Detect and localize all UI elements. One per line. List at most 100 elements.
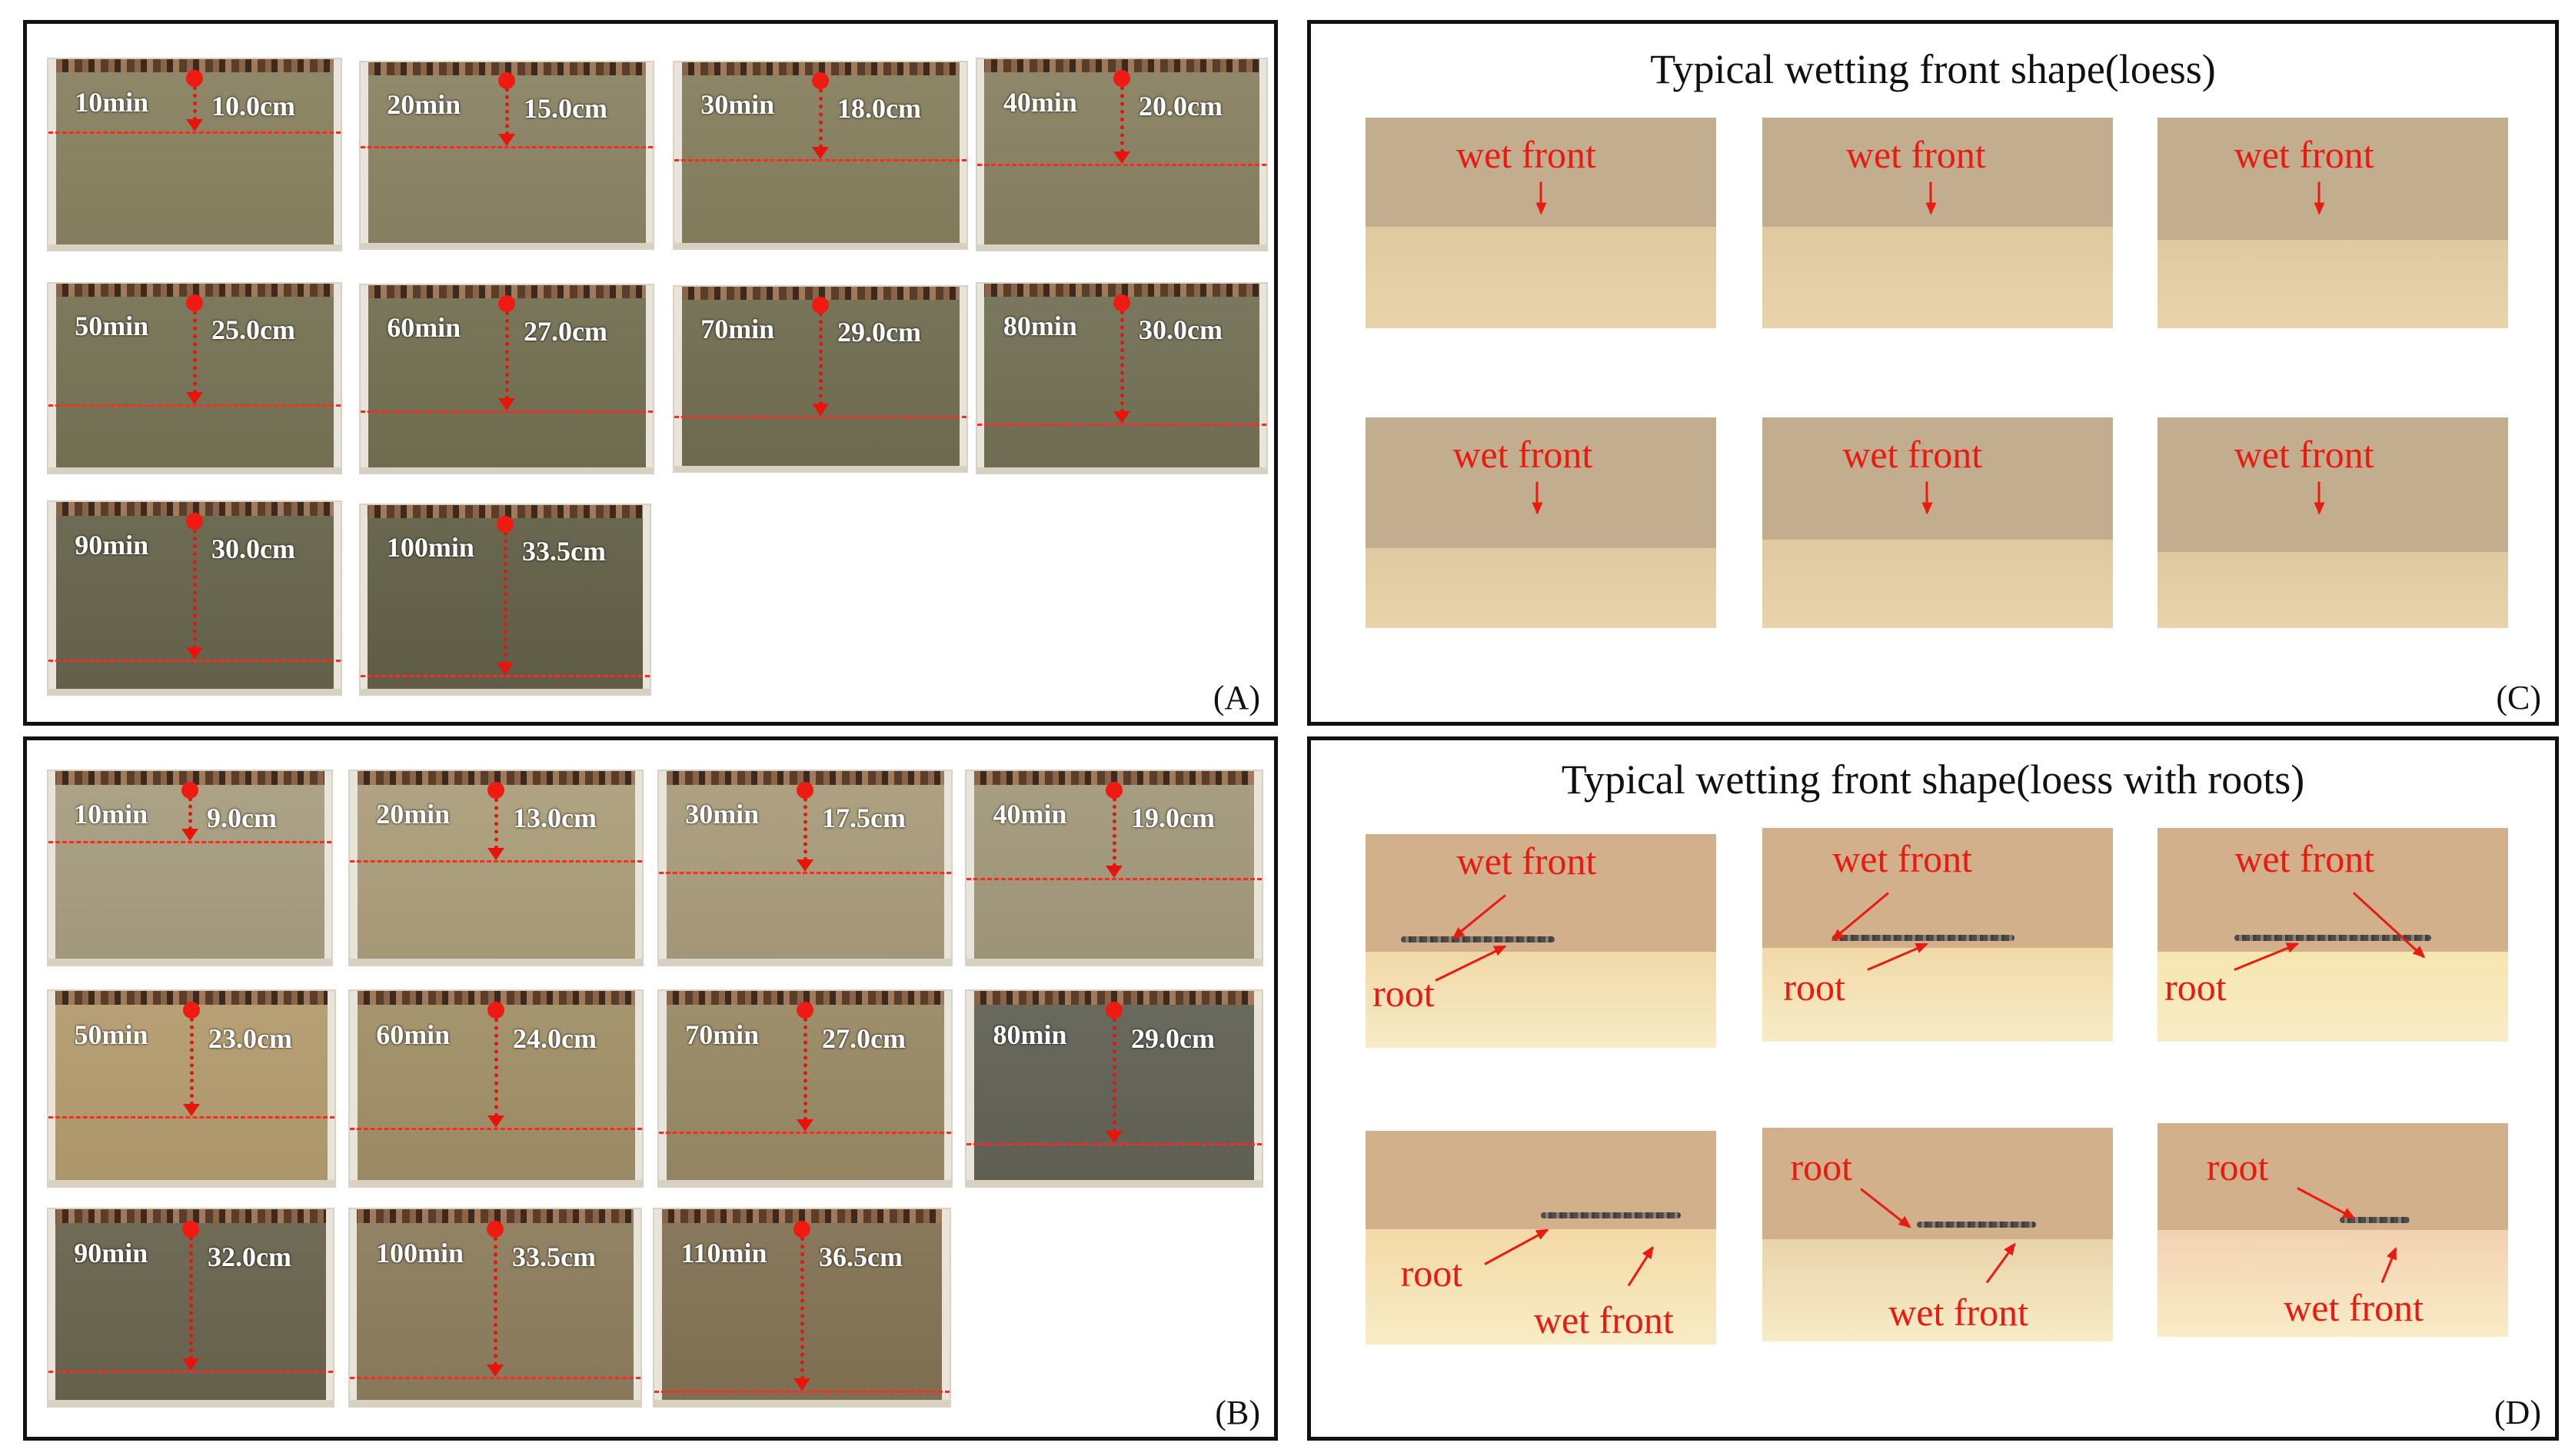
frame-left bbox=[977, 284, 985, 473]
wetting-front-line bbox=[48, 1115, 334, 1119]
soil-surface-strip bbox=[361, 62, 653, 75]
frame-bottom bbox=[361, 688, 650, 694]
frame-right bbox=[642, 505, 650, 694]
frame-left bbox=[48, 1209, 56, 1406]
wet-front-label: wet front bbox=[1456, 839, 1597, 883]
wet-front-label: wet front bbox=[1888, 1291, 2029, 1335]
time-label: 50min bbox=[74, 1019, 148, 1050]
frame-left bbox=[674, 62, 682, 248]
root-label: root bbox=[1790, 1145, 1853, 1189]
depth-label: 27.0cm bbox=[524, 316, 607, 347]
frame-bottom bbox=[48, 244, 341, 250]
surface-marker-dot bbox=[182, 1220, 199, 1238]
time-label: 100min bbox=[386, 532, 474, 563]
dry-soil-zone bbox=[1762, 1238, 2113, 1341]
surface-marker-dot bbox=[812, 297, 829, 314]
depth-label: 33.5cm bbox=[522, 536, 606, 567]
frame-right bbox=[943, 991, 951, 1186]
dry-soil-zone bbox=[1762, 947, 2113, 1042]
frame-right bbox=[633, 1209, 640, 1406]
wet-front-arrow bbox=[2317, 481, 2320, 514]
wet-front-label: wet front bbox=[1456, 133, 1596, 177]
frame-left bbox=[361, 505, 368, 694]
soil-surface-strip bbox=[350, 991, 642, 1005]
frame-bottom bbox=[674, 465, 966, 471]
wetting-front-line bbox=[659, 1131, 951, 1134]
soil-surface-strip bbox=[48, 991, 334, 1005]
arrow-head-icon bbox=[487, 1364, 504, 1377]
wet-front-arrow bbox=[1452, 894, 1507, 939]
soil-surface-strip bbox=[48, 59, 341, 73]
soil-surface-strip bbox=[654, 1209, 950, 1223]
soil-surface-strip bbox=[966, 771, 1262, 785]
dry-soil-zone bbox=[1762, 227, 2113, 328]
time-label: 80min bbox=[1003, 311, 1077, 342]
arrow-head-icon bbox=[1113, 411, 1130, 424]
wet-front-arrow bbox=[1535, 481, 1539, 514]
frame-right bbox=[324, 771, 331, 965]
frame-left bbox=[361, 285, 368, 473]
wet-front-label: wet front bbox=[2234, 133, 2374, 177]
frame-left bbox=[48, 502, 56, 694]
panel-c-label: (C) bbox=[2496, 679, 2541, 716]
depth-label: 20.0cm bbox=[1139, 90, 1223, 121]
surface-marker-dot bbox=[487, 1002, 504, 1019]
arrow-head-icon bbox=[793, 1378, 810, 1391]
wetting-front-line bbox=[350, 1376, 640, 1379]
wetting-front-line bbox=[977, 424, 1266, 427]
wetting-front-image: wet front bbox=[2157, 118, 2508, 328]
panel-c-title: Typical wetting front shape(loess) bbox=[1650, 46, 2216, 92]
soil-surface-strip bbox=[966, 991, 1262, 1005]
wetting-front-line bbox=[350, 859, 642, 863]
wet-front-label: wet front bbox=[1832, 837, 1973, 881]
wet-front-label: wet front bbox=[1842, 433, 1983, 477]
surface-marker-dot bbox=[793, 1220, 810, 1238]
surface-marker-dot bbox=[1113, 294, 1130, 311]
frame-left bbox=[350, 991, 358, 1186]
dry-soil-zone bbox=[2157, 1230, 2508, 1337]
depth-arrow bbox=[504, 524, 507, 665]
frame-right bbox=[959, 287, 966, 471]
frame-bottom bbox=[48, 959, 331, 965]
root-trace bbox=[2234, 935, 2431, 941]
wet-front-label: wet front bbox=[1533, 1298, 1674, 1341]
time-label: 40min bbox=[1003, 86, 1077, 118]
dry-soil-zone bbox=[1762, 539, 2113, 628]
wet-front-label: wet front bbox=[2284, 1286, 2424, 1330]
panel-d-title: Typical wetting front shape(loess with r… bbox=[1561, 756, 2305, 803]
frame-left bbox=[48, 59, 56, 250]
frame-bottom bbox=[48, 1400, 333, 1406]
wetting-front-line bbox=[48, 660, 341, 662]
root-label: root bbox=[1783, 965, 1845, 1009]
frame-bottom bbox=[966, 959, 1262, 965]
depth-label: 29.0cm bbox=[837, 317, 921, 348]
depth-label: 25.0cm bbox=[211, 314, 295, 346]
frame-bottom bbox=[659, 1180, 951, 1186]
wetting-front-image: wet front bbox=[1762, 417, 2113, 628]
depth-arrow bbox=[1113, 1010, 1116, 1133]
dry-soil-zone bbox=[1366, 547, 1716, 628]
soil-surface-strip bbox=[659, 991, 951, 1005]
soil-surface-strip bbox=[48, 502, 341, 516]
wetting-front-image: wet front bbox=[2157, 417, 2508, 628]
arrow-head-icon bbox=[812, 146, 829, 159]
frame-left bbox=[654, 1209, 662, 1406]
frame-right bbox=[959, 62, 966, 248]
time-label: 60min bbox=[376, 1019, 451, 1050]
arrow-head-icon bbox=[186, 647, 203, 660]
dry-soil-zone bbox=[2157, 239, 2508, 328]
dry-soil-zone bbox=[1366, 951, 1716, 1048]
root-wetting-image: wet front root bbox=[1762, 828, 2113, 1042]
arrow-head-icon bbox=[1106, 1131, 1123, 1144]
soil-surface-strip bbox=[48, 1209, 333, 1223]
frame-left bbox=[361, 62, 368, 248]
